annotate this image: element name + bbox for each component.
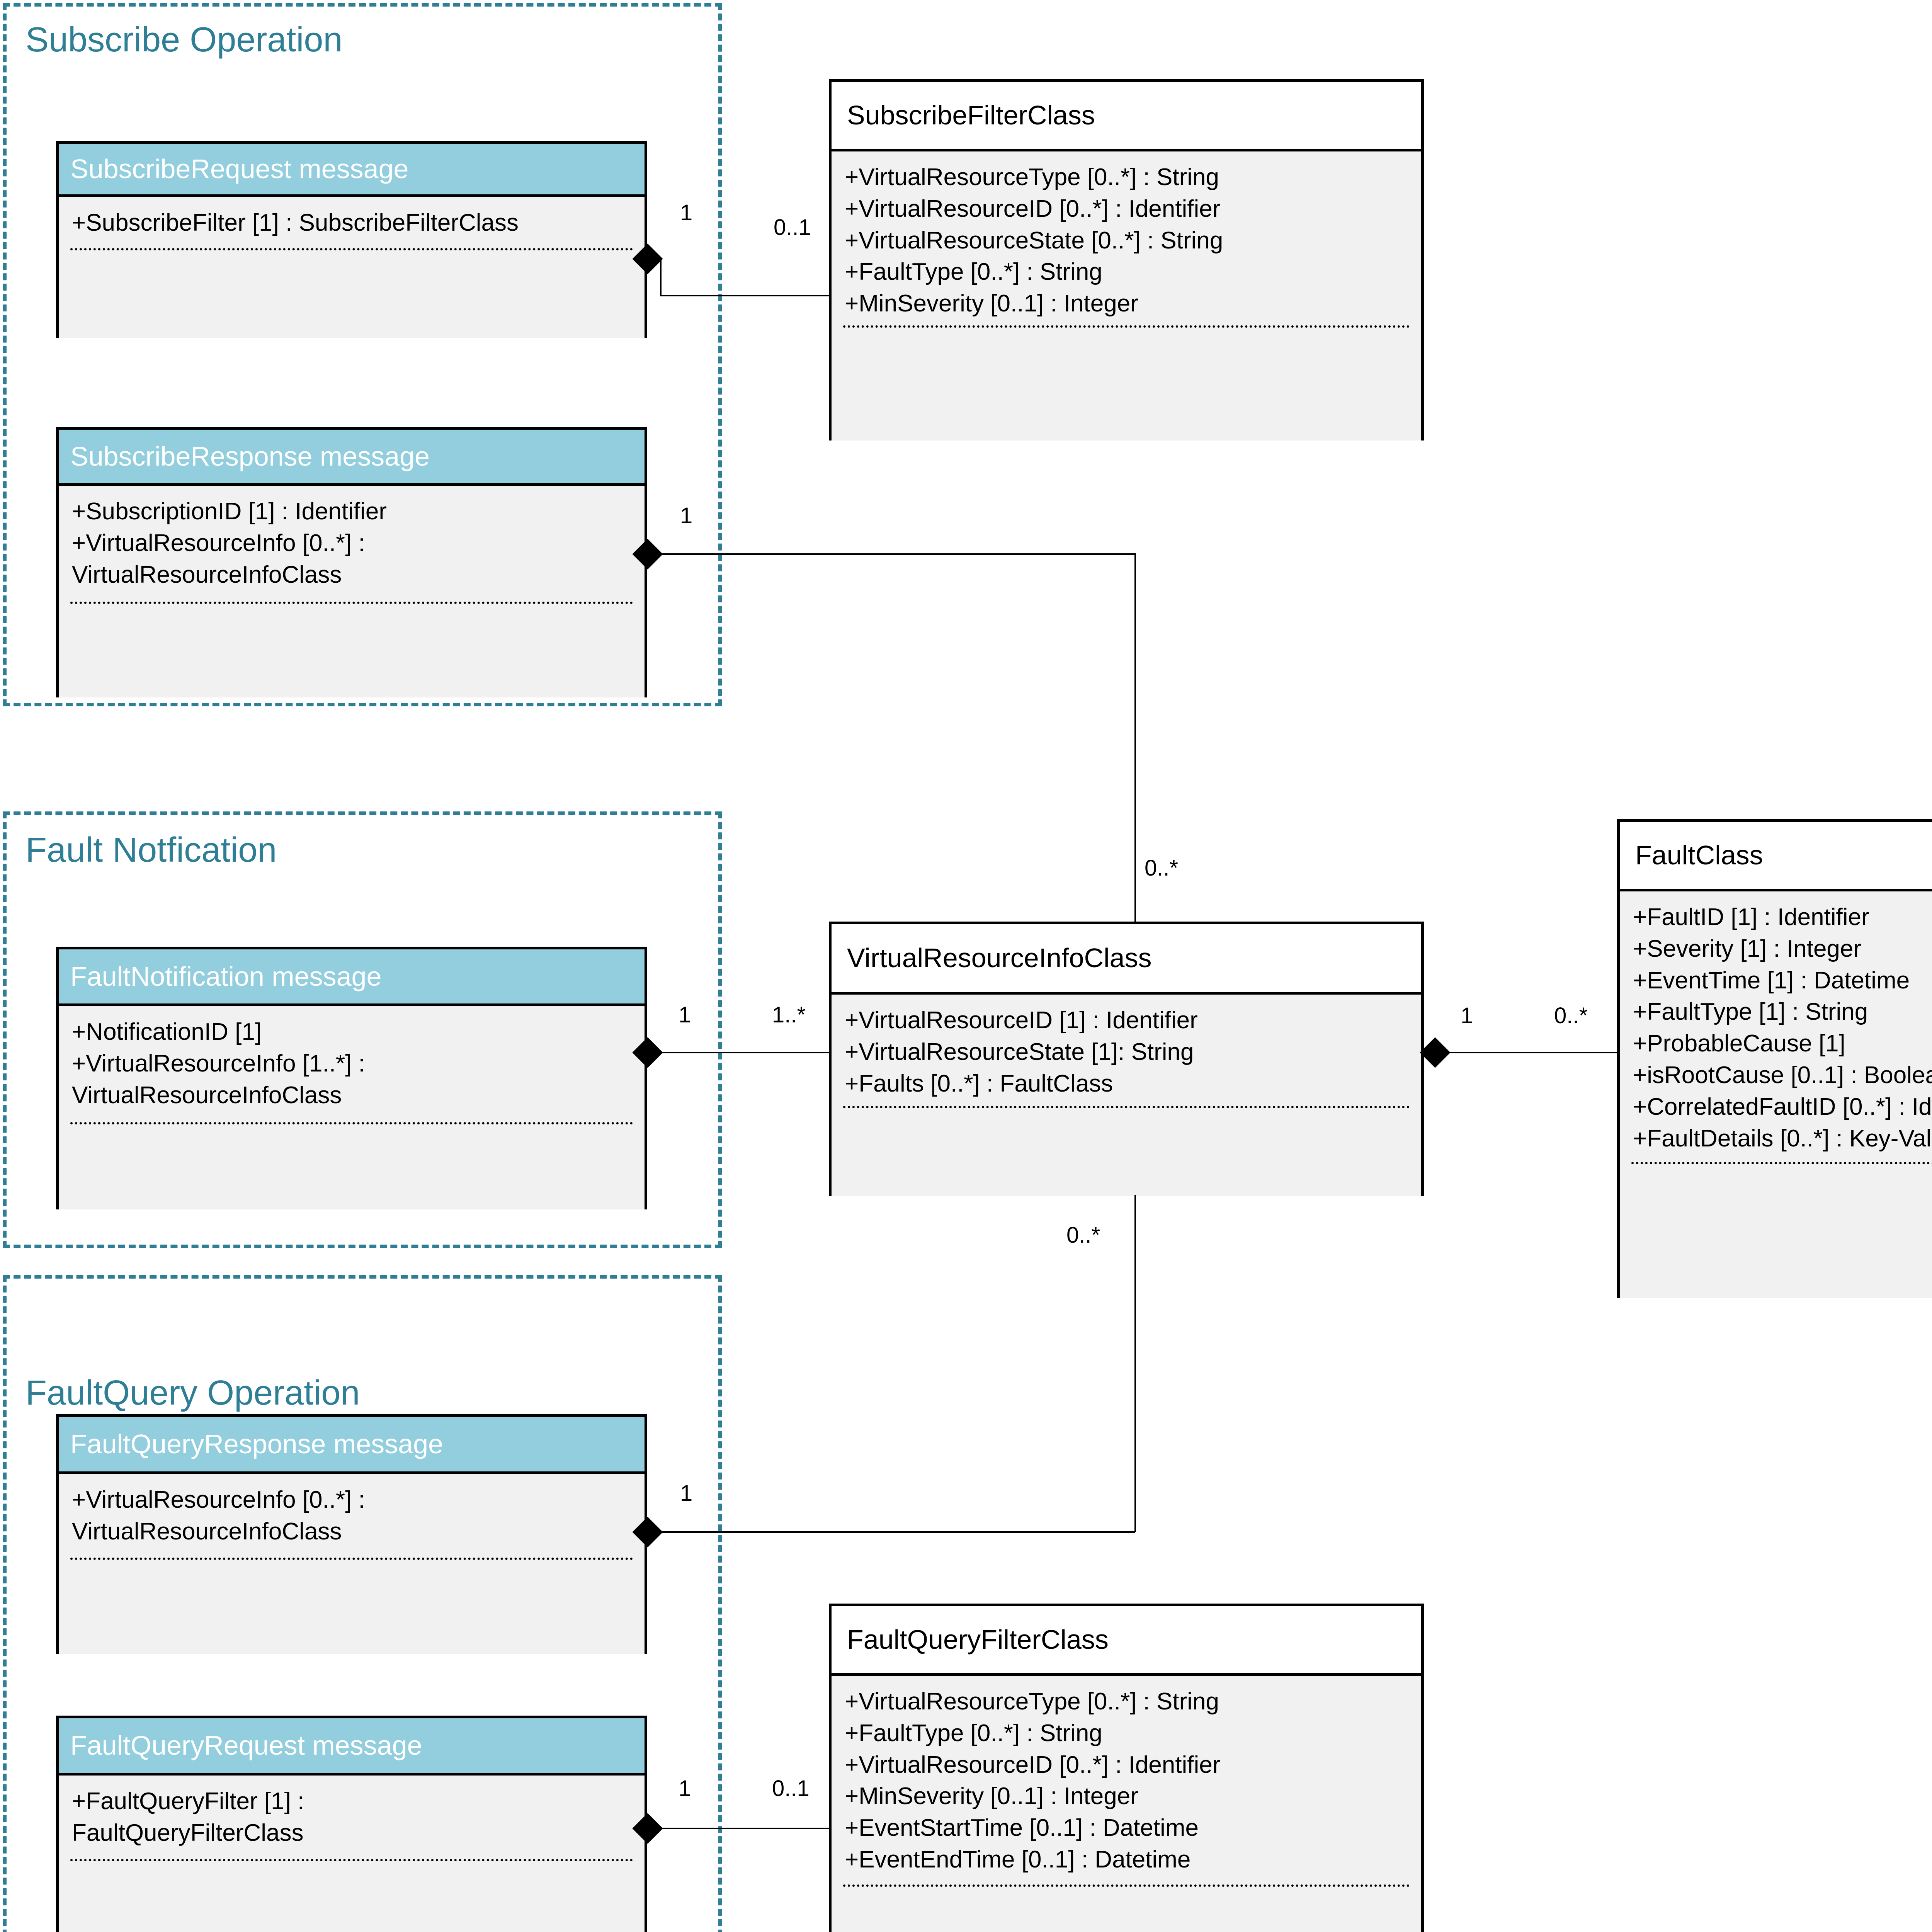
multiplicity-label: 1 [680, 503, 693, 528]
multiplicity-label: 1 [680, 1481, 693, 1506]
box-body-fault-query-request: +FaultQueryFilter [1] : FaultQueryFilter… [59, 1776, 645, 1932]
multiplicity-label: 0..* [1066, 1223, 1100, 1248]
box-body-fault-class: +FaultID [1] : Identifier +Severity [1] … [1620, 891, 1932, 1298]
compartment-separator [843, 1106, 1410, 1108]
connector-subscribe-response-horizontal [660, 553, 1135, 555]
box-fault-query-request[interactable]: FaultQueryRequest message +FaultQueryFil… [56, 1716, 647, 1932]
connector-fault-query-response-horizontal [660, 1531, 1135, 1533]
attribute-row: +MinSeverity [0..1] : Integer [845, 1783, 1138, 1810]
box-header-fault-query-filter-class: FaultQueryFilterClass [832, 1606, 1421, 1676]
attribute-row: VirtualResourceInfoClass [72, 1082, 342, 1109]
connector-fault-notification-horizontal [660, 1052, 830, 1053]
attribute-row: +VirtualResourceType [0..*] : String [845, 164, 1219, 190]
compartment-separator [70, 1122, 633, 1124]
attribute-row: +EventEndTime [0..1] : Datetime [845, 1846, 1191, 1873]
group-title-fault-query-operation: FaultQuery Operation [20, 1376, 366, 1410]
attribute-row: +isRootCause [0..1] : Boolean [1633, 1062, 1932, 1089]
attribute-row: +FaultDetails [0..*] : Key-Value pairs [1633, 1125, 1932, 1152]
multiplicity-label: 0..1 [772, 1776, 810, 1801]
attribute-row: +VirtualResourceInfo [0..*] : [72, 1486, 365, 1513]
attribute-row: +FaultID [1] : Identifier [1633, 904, 1869, 930]
attribute-row: +VirtualResourceID [1] : Identifier [845, 1007, 1198, 1034]
compartment-separator [843, 1884, 1410, 1887]
box-fault-query-response[interactable]: FaultQueryResponse message +VirtualResou… [56, 1414, 647, 1654]
attribute-row: +VirtualResourceID [0..*] : Identifier [845, 195, 1221, 222]
attribute-row: +VirtualResourceType [0..*] : String [845, 1688, 1219, 1715]
attribute-row: +NotificationID [1] [72, 1019, 262, 1045]
group-fault-notification [3, 811, 722, 1248]
box-header-virtual-resource-info-class: VirtualResourceInfoClass [832, 924, 1421, 995]
attribute-row: +Faults [0..*] : FaultClass [845, 1070, 1113, 1097]
multiplicity-label: 0..1 [774, 215, 811, 240]
connector-subscribe-request-vertical [660, 259, 662, 296]
box-subscribe-response[interactable]: SubscribeResponse message +SubscriptionI… [56, 427, 647, 697]
multiplicity-label: 1 [680, 200, 693, 225]
connector-fault-query-request-horizontal [660, 1828, 830, 1829]
connector-virtual-resource-fault-class-horizontal [1445, 1052, 1618, 1053]
multiplicity-label: 0..* [1145, 855, 1179, 881]
box-header-fault-query-request: FaultQueryRequest message [59, 1718, 645, 1776]
box-body-subscribe-filter-class: +VirtualResourceType [0..*] : String +Vi… [832, 151, 1421, 440]
attribute-row: +EventStartTime [0..1] : Datetime [845, 1815, 1199, 1842]
attribute-row: VirtualResourceInfoClass [72, 1518, 342, 1545]
attribute-row: +CorrelatedFaultID [0..*] : Identifier [1633, 1093, 1932, 1120]
box-header-subscribe-filter-class: SubscribeFilterClass [832, 82, 1421, 151]
compartment-separator [1631, 1162, 1932, 1164]
box-subscribe-request[interactable]: SubscribeRequest message +SubscribeFilte… [56, 141, 647, 338]
group-fault-query-operation [3, 1275, 722, 1932]
box-body-fault-query-filter-class: +VirtualResourceType [0..*] : String +Fa… [832, 1676, 1421, 1932]
attribute-row: +SubscriptionID [1] : Identifier [72, 498, 387, 525]
multiplicity-label: 1 [679, 1776, 691, 1801]
multiplicity-label: 0..* [1554, 1003, 1588, 1028]
attribute-row: +FaultType [0..*] : String [845, 259, 1102, 286]
multiplicity-label: 1 [1461, 1003, 1473, 1028]
compartment-separator [70, 602, 633, 604]
attribute-row: +VirtualResourceID [0..*] : Identifier [845, 1751, 1221, 1778]
box-header-fault-query-response: FaultQueryResponse message [59, 1417, 645, 1474]
attribute-row: +VirtualResourceInfo [1..*] : [72, 1050, 365, 1077]
box-virtual-resource-info-class[interactable]: VirtualResourceInfoClass +VirtualResourc… [829, 922, 1424, 1196]
attribute-row: +ProbableCause [1] [1633, 1030, 1845, 1057]
attribute-row: +FaultType [0..*] : String [845, 1719, 1102, 1747]
attribute-row: +VirtualResourceState [1]: String [845, 1038, 1194, 1065]
box-header-fault-class: FaultClass [1620, 822, 1932, 891]
box-body-fault-notification: +NotificationID [1] +VirtualResourceInfo… [59, 1006, 645, 1209]
box-fault-query-filter-class[interactable]: FaultQueryFilterClass +VirtualResourceTy… [829, 1604, 1424, 1932]
box-body-subscribe-request: +SubscribeFilter [1] : SubscribeFilterCl… [59, 197, 645, 338]
attribute-row: +VirtualResourceState [0..*] : String [845, 227, 1223, 254]
box-fault-notification[interactable]: FaultNotification message +NotificationI… [56, 947, 647, 1209]
attribute-row: +MinSeverity [0..1] : Integer [845, 290, 1138, 317]
group-title-subscribe-operation: Subscribe Operation [20, 22, 348, 57]
multiplicity-label: 1 [679, 1002, 691, 1027]
attribute-row: VirtualResourceInfoClass [72, 561, 342, 588]
compartment-separator [70, 248, 633, 250]
compartment-separator [70, 1558, 633, 1560]
attribute-row: FaultQueryFilterClass [72, 1819, 304, 1846]
box-body-virtual-resource-info-class: +VirtualResourceID [1] : Identifier +Vir… [832, 995, 1421, 1196]
compartment-separator [843, 325, 1410, 328]
multiplicity-label: 1..* [772, 1002, 806, 1027]
attribute-row: +VirtualResourceInfo [0..*] : [72, 529, 365, 556]
box-header-subscribe-response: SubscribeResponse message [59, 430, 645, 486]
attribute-row: +SubscribeFilter [1] : SubscribeFilterCl… [72, 209, 519, 236]
box-body-fault-query-response: +VirtualResourceInfo [0..*] : VirtualRes… [59, 1474, 645, 1654]
connector-subscribe-response-vertical [1134, 553, 1136, 922]
attribute-row: +FaultQueryFilter [1] : [72, 1788, 304, 1815]
compartment-separator [70, 1859, 633, 1861]
box-body-subscribe-response: +SubscriptionID [1] : Identifier +Virtua… [59, 486, 645, 697]
box-header-subscribe-request: SubscribeRequest message [59, 144, 645, 197]
connector-fault-query-response-vertical [1134, 1195, 1136, 1532]
group-subscribe-operation [3, 3, 722, 706]
box-header-fault-notification: FaultNotification message [59, 949, 645, 1006]
connector-subscribe-request-horizontal [660, 295, 830, 296]
box-subscribe-filter-class[interactable]: SubscribeFilterClass +VirtualResourceTyp… [829, 79, 1424, 440]
attribute-row: +EventTime [1] : Datetime [1633, 967, 1910, 994]
attribute-row: +FaultType [1] : String [1633, 998, 1868, 1026]
aggregation-diamond-virtual-resource-info [1420, 1037, 1451, 1068]
attribute-row: +Severity [1] : Integer [1633, 935, 1862, 962]
group-title-fault-notification: Fault Notfication [20, 833, 282, 867]
box-fault-class[interactable]: FaultClass +FaultID [1] : Identifier +Se… [1617, 819, 1932, 1298]
